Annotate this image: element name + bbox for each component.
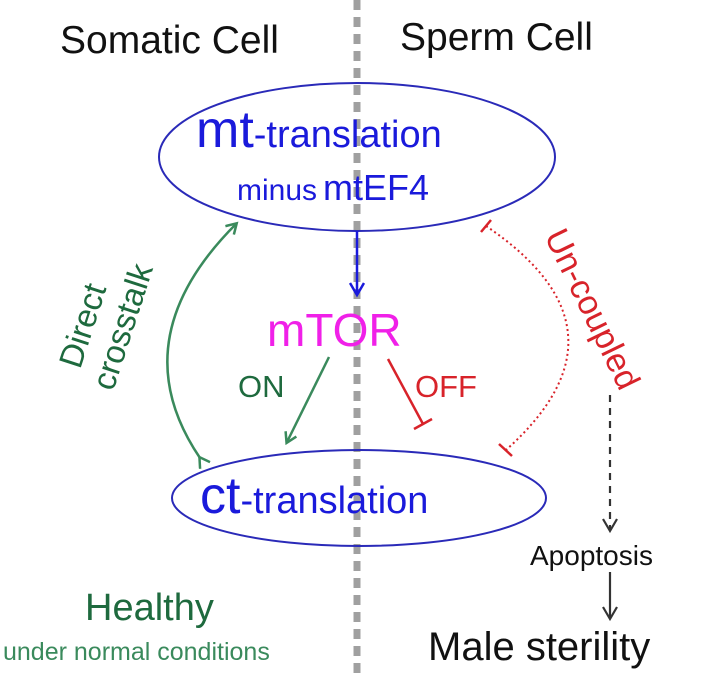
off-label: OFF [415,369,477,404]
svg-text:ct-translation: ct-translation [200,467,428,525]
mt-prefix: mt [196,101,254,159]
off-inhibition-bar [413,417,433,431]
healthy-subtitle: under normal conditions [3,638,270,666]
apoptosis-label: Apoptosis [530,540,653,571]
header-somatic-cell: Somatic Cell [60,19,279,62]
healthy-label: Healthy [85,587,214,629]
uncoupled-bar-top [480,219,492,233]
direct-crosstalk-arrow [166,224,236,458]
off-inhibition-line [386,358,425,425]
on-label: ON [238,369,285,404]
ct-translation-node [171,449,547,547]
mt-gene-label: mtEF4 [323,167,429,208]
on-arrow [287,356,331,442]
header-sperm-cell: Sperm Cell [400,16,593,59]
uncoupled-label: Un-coupled [537,223,647,396]
mtor-label: mTOR [267,304,402,356]
svg-text:mt-translation: mt-translation [196,101,442,159]
uncoupled-bar-bottom [498,443,513,457]
ct-prefix: ct [200,467,241,525]
mt-minus-label: minus [237,174,317,207]
ct-suffix: -translation [240,480,428,522]
uncoupled-inhibition-line [485,225,570,451]
mt-suffix: -translation [254,114,442,156]
male-sterility-label: Male sterility [428,625,650,669]
